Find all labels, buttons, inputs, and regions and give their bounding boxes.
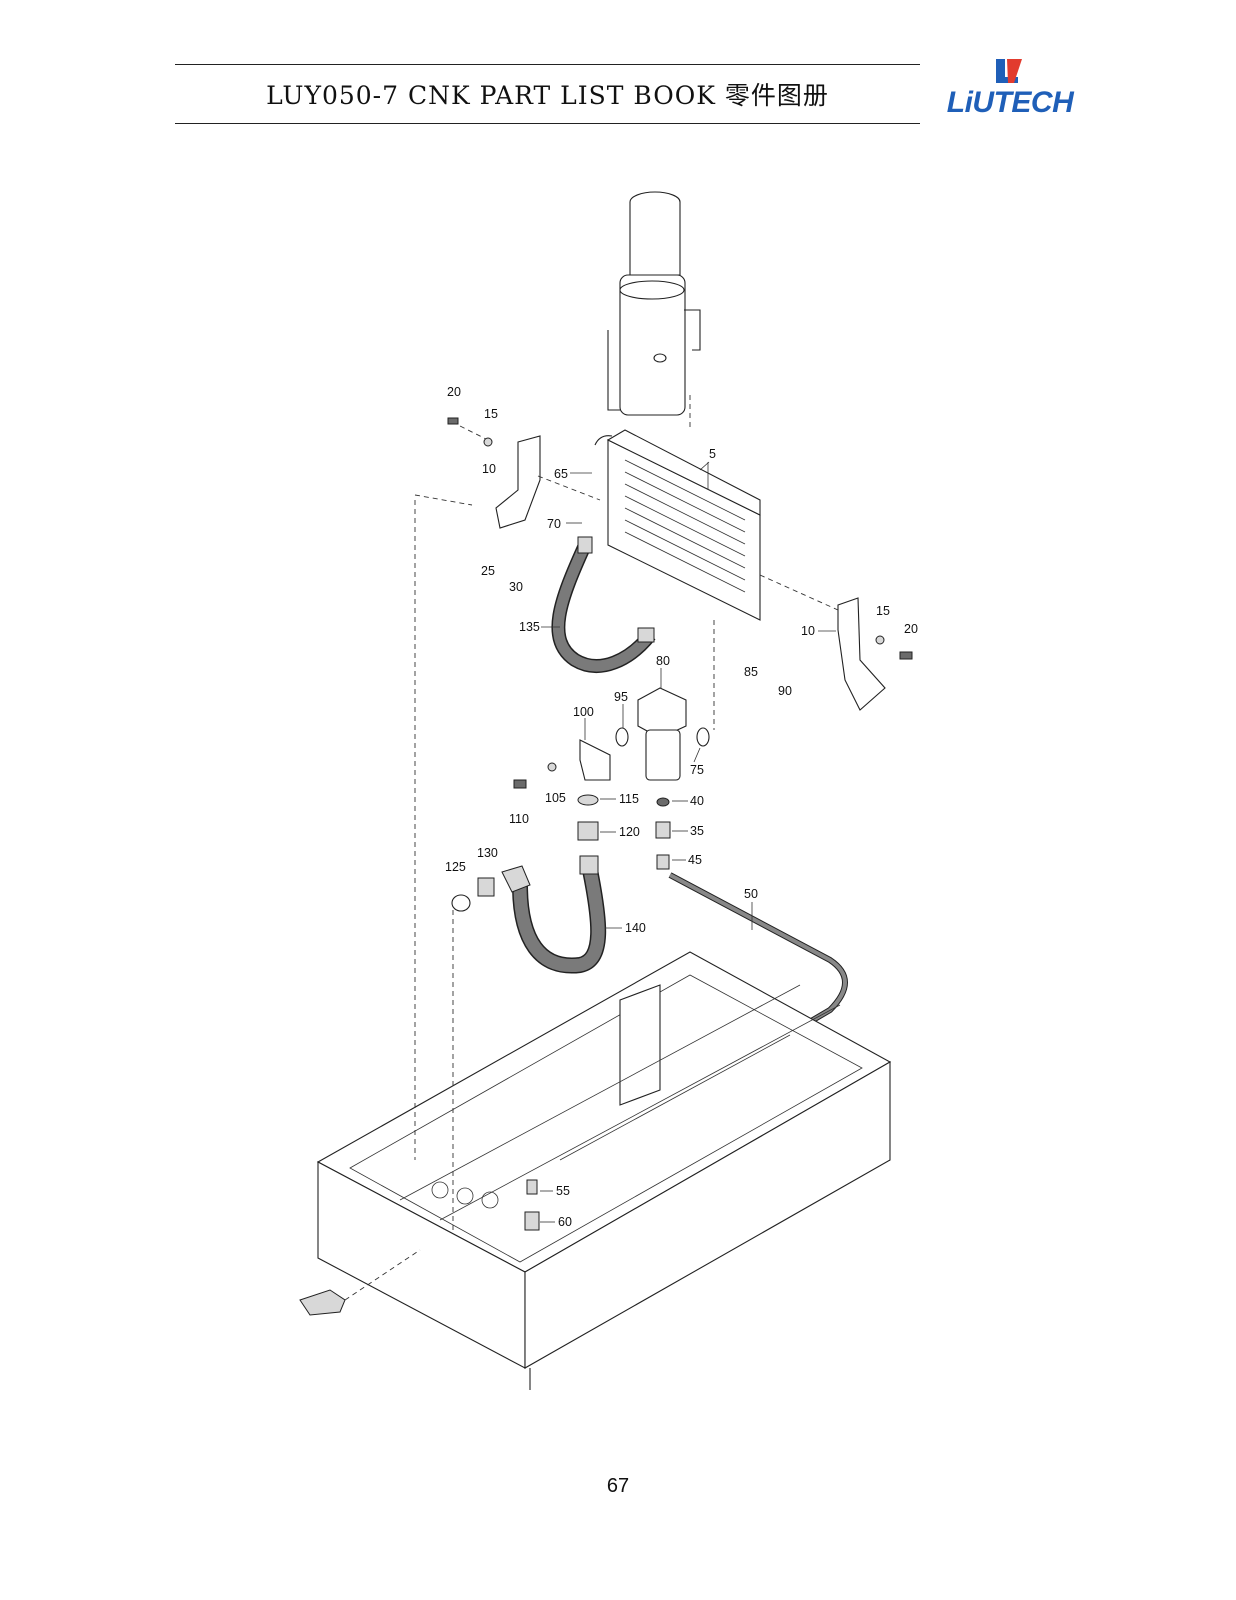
callout-100: 100 — [573, 705, 594, 719]
oil-filter — [615, 620, 715, 781]
separator-tank — [607, 191, 701, 430]
callout-30: 30 — [509, 580, 523, 594]
callout-75: 75 — [690, 763, 704, 777]
callout-135: 135 — [519, 620, 540, 634]
callout-50: 50 — [744, 887, 758, 901]
callout-60: 60 — [558, 1215, 572, 1229]
callout-70: 70 — [547, 517, 561, 531]
drain-valve — [299, 1179, 540, 1316]
callout-115: 115 — [619, 792, 639, 806]
page-number: 67 — [606, 1475, 630, 1497]
callout-45: 45 — [688, 853, 702, 867]
callout-95: 95 — [614, 690, 628, 704]
liutech-logo: LiUTECH — [940, 55, 1080, 125]
callout-65: 65 — [554, 467, 568, 481]
callout-5: 5 — [709, 447, 716, 461]
base-frame — [316, 494, 892, 1390]
logo-text: LiUTECH — [946, 86, 1074, 119]
bracket-right — [759, 574, 913, 711]
fittings-stack — [451, 794, 671, 912]
callout-15-left: 15 — [484, 407, 498, 421]
callout-110: 110 — [509, 812, 529, 826]
callout-20-left: 20 — [447, 385, 461, 399]
callout-10-left: 10 — [482, 462, 496, 476]
bracket-left — [447, 417, 601, 529]
hose-135 — [551, 536, 656, 673]
page-title: LUY050-7 CNK PART LIST BOOK 零件图册 — [266, 81, 829, 110]
callout-90: 90 — [778, 684, 792, 698]
callout-130: 130 — [477, 846, 498, 860]
callout-40: 40 — [690, 794, 704, 808]
oil-cooler — [594, 429, 761, 621]
callout-15-right: 15 — [876, 604, 890, 618]
callout-25: 25 — [481, 564, 495, 578]
callout-55: 55 — [556, 1184, 570, 1198]
callout-20-right: 20 — [904, 622, 918, 636]
callout-105: 105 — [545, 791, 566, 805]
callout-125: 125 — [445, 860, 466, 874]
elbow-fitting — [513, 739, 611, 789]
logo-mark-icon — [996, 59, 1022, 83]
callout-35: 35 — [690, 824, 704, 838]
header-rule-top — [175, 64, 920, 65]
callout-10-right: 10 — [801, 624, 815, 638]
callout-80: 80 — [656, 654, 670, 668]
callout-140: 140 — [625, 921, 646, 935]
leader-lines — [540, 461, 836, 1223]
hose-140 — [501, 855, 607, 974]
tube-50 — [538, 872, 848, 1183]
callout-120: 120 — [619, 825, 640, 839]
callout-85: 85 — [744, 665, 758, 679]
callout-labels: 5 10 15 20 25 30 65 70 135 80 95 100 75 … — [445, 385, 918, 1229]
header-rule-bottom — [175, 123, 920, 124]
